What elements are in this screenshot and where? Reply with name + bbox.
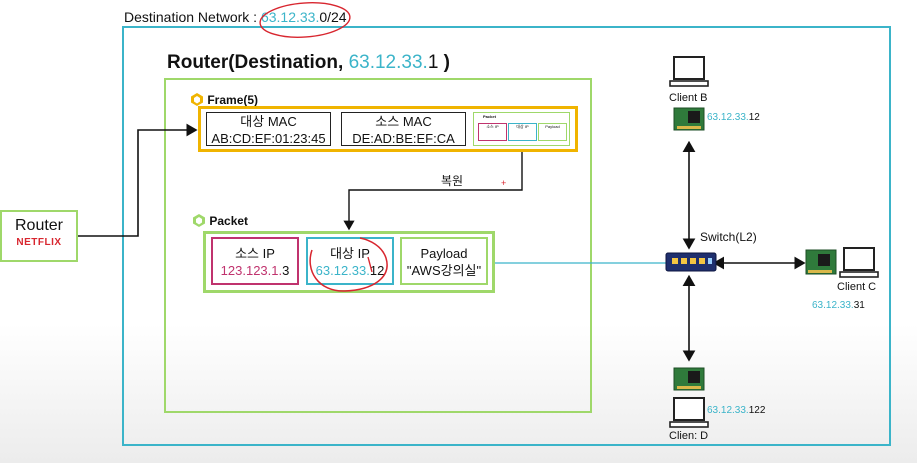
client-b-ip: 63.12.33.12 [707,112,760,123]
src-ip-cell: 소스 IP 123.123.1.3 [211,237,299,285]
client-c-name: Client C [837,281,877,293]
client-d-ip: 63.12.33.122 [707,405,766,416]
network-suffix: 0/24 [319,9,347,25]
external-router: Router NETFLIX [0,210,78,262]
switch-label: Switch(L2) [700,230,757,244]
src-mac-cell: 소스 MAC DE:AD:BE:EF:CA [341,112,466,146]
client-d-name: Clien: D [669,430,709,442]
mini-packet-cell: 대상 IP [508,123,537,141]
dest-mac-cell: 대상 MAC AB:CD:EF:01:23:45 [206,112,331,146]
payload-cell: Payload "AWS강의실" [400,237,488,285]
client-c-ip: 63.12.33.31 [812,300,865,311]
mini-packet-cell: Payload [538,123,567,141]
mini-packet-title: Packet [483,114,496,119]
router-box [164,78,592,413]
network-label: Destination Network : 63.12.33.0/24 [124,9,347,25]
external-router-label: Router [14,217,64,234]
client-b-name: Client B [669,92,708,104]
restore-label: 복원 [441,174,464,188]
hexagon-icon [192,214,206,227]
mini-packet-cell: 소스 IP [478,123,507,141]
router-destination-title: Router(Destination, 63.12.33.1 ) [167,52,450,73]
netflix-logo: NETFLIX [16,237,62,248]
packet-title: Packet [192,214,248,228]
frame-title: Frame(5) [190,93,258,107]
dest-ip-cell: 대상 IP 63.12.33.12 [306,237,394,285]
hexagon-icon [190,93,204,106]
mini-packet: Packet 소스 IP 대상 IP Payload [473,112,570,146]
network-prefix: 63.12.33. [260,9,320,25]
